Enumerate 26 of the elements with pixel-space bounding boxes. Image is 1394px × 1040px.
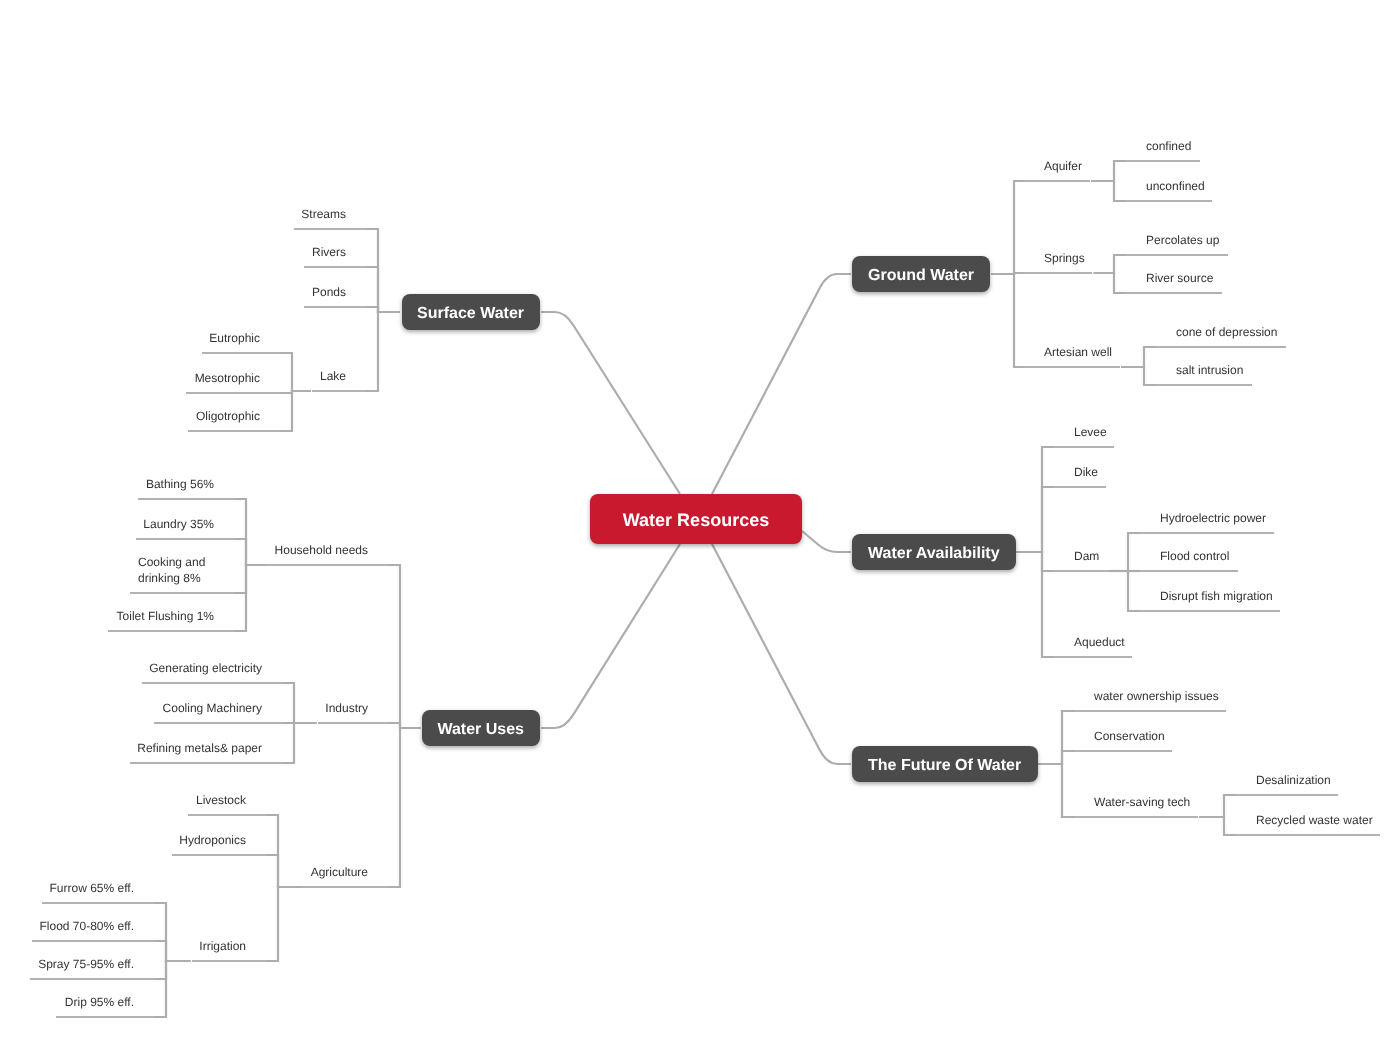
main-topic: Surface Water (401, 294, 540, 330)
main-topic: Water Availability (852, 534, 1016, 570)
branch-line (234, 563, 266, 633)
branch-line (1093, 271, 1126, 295)
branch-line (1091, 179, 1126, 203)
curved-branch-line (541, 310, 681, 495)
curved-branch-line (711, 272, 851, 495)
branch-line (154, 959, 191, 1019)
main-topic: Ground Water (852, 256, 991, 292)
branch-line (1038, 762, 1074, 819)
main-topic: The Future Of Water (852, 746, 1038, 782)
branch-line (991, 272, 1024, 369)
branch-line (1199, 815, 1236, 837)
main-topic: Water Uses (421, 710, 540, 746)
curved-branch-line (711, 543, 851, 766)
branch-line (282, 721, 317, 765)
branch-line (366, 310, 400, 393)
branch-line (280, 389, 311, 433)
branch-line (1121, 365, 1156, 387)
curved-branch-line (801, 530, 851, 554)
central-topic: Water Resources (590, 494, 802, 544)
branch-line (1016, 550, 1054, 659)
branch-line (388, 726, 421, 889)
curved-branch-line (541, 543, 681, 730)
branch-line (1108, 569, 1140, 613)
branch-line (266, 885, 302, 963)
